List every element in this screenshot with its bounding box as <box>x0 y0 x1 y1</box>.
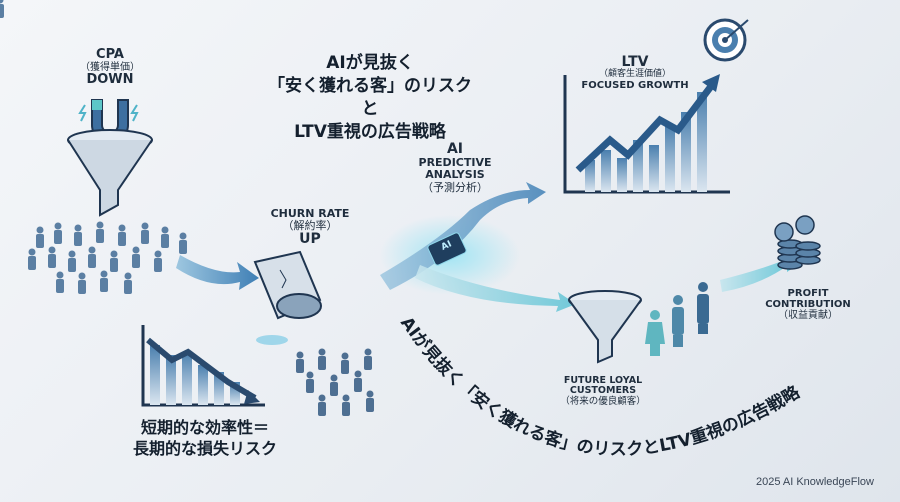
growth-chart <box>563 74 730 194</box>
crowd-people <box>0 0 187 294</box>
profit-label: PROFIT CONTRIBUTION （収益貢献） <box>758 288 858 321</box>
churn-line2: （解約率） <box>282 219 338 233</box>
cpa-label: CPA （獲得単価） DOWN <box>70 47 150 88</box>
target-icon <box>703 18 749 62</box>
ltv-label: LTV （顧客生涯価値） FOCUSED GROWTH <box>570 54 700 92</box>
ai-line2: PREDICTIVE <box>418 156 492 170</box>
footer-credit: 2025 AI KnowledgeFlow <box>755 476 874 488</box>
funnel-icon <box>67 129 153 217</box>
leaving-customers <box>296 348 374 416</box>
churn-label: CHURN RATE （解約率） UP <box>255 207 365 248</box>
ltv-line1: LTV <box>621 54 649 70</box>
ai-line4: （予測分析） <box>422 180 488 194</box>
arrow-to-ltv <box>380 182 546 290</box>
risk-line2: 長期的な損失リスク <box>132 438 277 458</box>
ai-label: AI PREDICTIVE ANALYSIS （予測分析） <box>400 141 510 194</box>
loyal-line1: FUTURE LOYAL <box>563 375 643 386</box>
arrow-to-funnel <box>415 265 576 312</box>
cpa-line2: （獲得単価） <box>80 62 140 74</box>
cpa-line3: DOWN <box>86 72 134 88</box>
churn-line3: UP <box>299 231 321 248</box>
risk-line1: 短期的な効率性＝ <box>140 418 269 437</box>
ai-line3: ANALYSIS <box>425 168 485 182</box>
profit-line1: PROFIT <box>787 288 829 299</box>
loyal-customers <box>645 282 709 356</box>
cpa-line1: CPA <box>96 47 124 62</box>
leaking-bucket-icon <box>253 250 322 345</box>
loyal-line3: （将来の優良顧客） <box>560 395 646 407</box>
title-line3: LTV重視の広告戦略 <box>294 121 446 142</box>
coins-icon <box>774 215 821 270</box>
title-line1: AIが見抜く <box>326 53 414 73</box>
loyal-line2: CUSTOMERS <box>569 385 637 397</box>
profit-line2: CONTRIBUTION <box>765 299 851 310</box>
ltv-line2: （顧客生涯価値） <box>598 69 671 80</box>
title-line2: 「安く獲れる客」のリスクと <box>268 75 472 119</box>
arrow-to-churn <box>176 255 259 290</box>
ai-chip-icon <box>427 232 467 266</box>
profit-line3: （収益貢献） <box>778 310 838 321</box>
page-title: AIが見抜く 「安く獲れる客」のリスクと LTV重視の広告戦略 <box>260 52 480 144</box>
ai-line1: AI <box>446 141 464 157</box>
ltv-line3: FOCUSED GROWTH <box>581 80 689 92</box>
churn-line1: CHURN RATE <box>270 207 350 220</box>
risk-caption: 短期的な効率性＝ 長期的な損失リスク <box>120 418 290 460</box>
loyal-funnel-icon <box>568 290 642 364</box>
declining-chart <box>141 325 265 407</box>
loyal-label: FUTURE LOYAL CUSTOMERS （将来の優良顧客） <box>548 375 658 407</box>
